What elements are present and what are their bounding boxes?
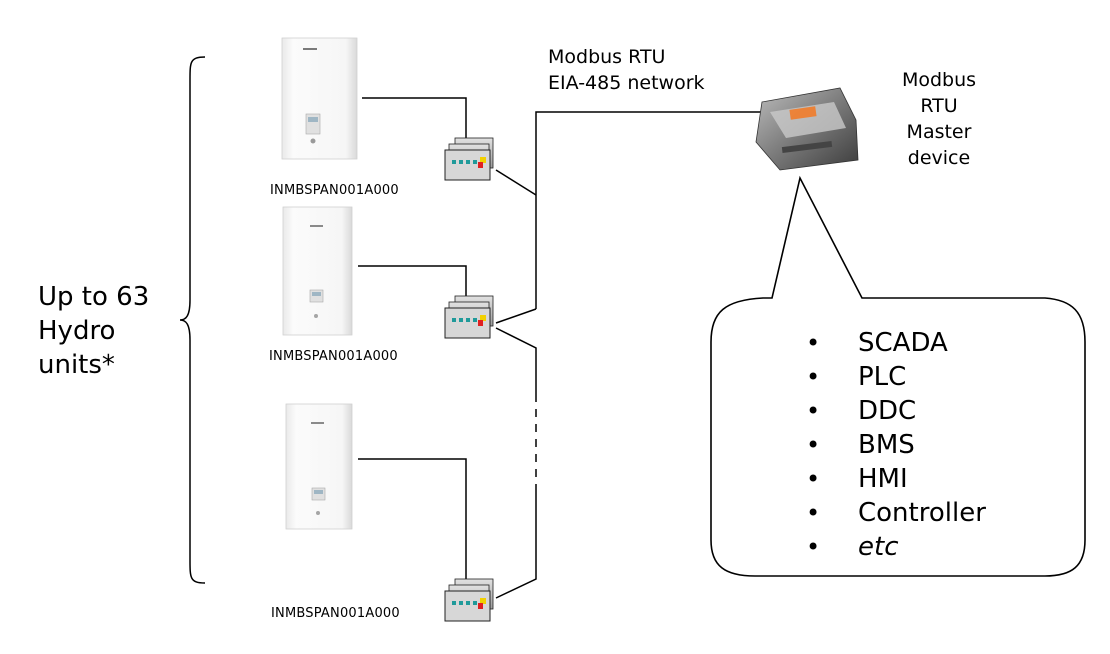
hydro-units-label: Up to 63 Hydro units* [38, 280, 149, 382]
list-item: Controller [800, 496, 986, 530]
list-item: HMI [800, 462, 986, 496]
hydro-unit-1 [281, 37, 358, 160]
hydro-unit-2 [282, 206, 353, 336]
master-types-list: SCADA PLC DDC BMS HMI Controller etc [800, 326, 986, 564]
modbus-bus [495, 111, 762, 599]
master-device-label: Modbus RTU Master device [880, 67, 998, 171]
network-label-line-1: Modbus RTU [548, 46, 666, 68]
network-label: Modbus RTU EIA-485 network [548, 44, 705, 96]
gateway-2 [444, 295, 494, 339]
master-bubble [710, 175, 1086, 577]
modbus-master-device [755, 87, 859, 171]
list-item: SCADA [800, 326, 986, 360]
gateway-3-label: INMBSPAN001A000 [271, 606, 400, 621]
cable-unit2-gateway2 [358, 265, 467, 296]
master-label-line-2: RTU [920, 95, 958, 117]
hydro-unit-3 [285, 403, 353, 530]
hydro-units-label-line-3: units* [38, 350, 115, 380]
gateway-2-label: INMBSPAN001A000 [269, 349, 398, 364]
master-label-line-4: device [907, 147, 971, 169]
cable-unit1-gateway1 [362, 97, 467, 138]
master-label-line-3: Master [906, 121, 972, 143]
gateway-3 [444, 578, 494, 622]
hydro-units-label-line-2: Hydro [38, 316, 116, 346]
list-item: BMS [800, 428, 986, 462]
master-label-line-1: Modbus [901, 69, 977, 91]
network-label-line-2: EIA-485 network [548, 72, 705, 94]
list-item: DDC [800, 394, 986, 428]
cable-unit3-gateway3 [358, 458, 467, 579]
hydro-units-label-line-1: Up to 63 [38, 282, 150, 312]
gateway-1-label: INMBSPAN001A000 [270, 183, 399, 198]
list-item: etc [800, 530, 986, 564]
grouping-brace [179, 56, 206, 584]
gateway-1 [444, 137, 494, 181]
list-item: PLC [800, 360, 986, 394]
